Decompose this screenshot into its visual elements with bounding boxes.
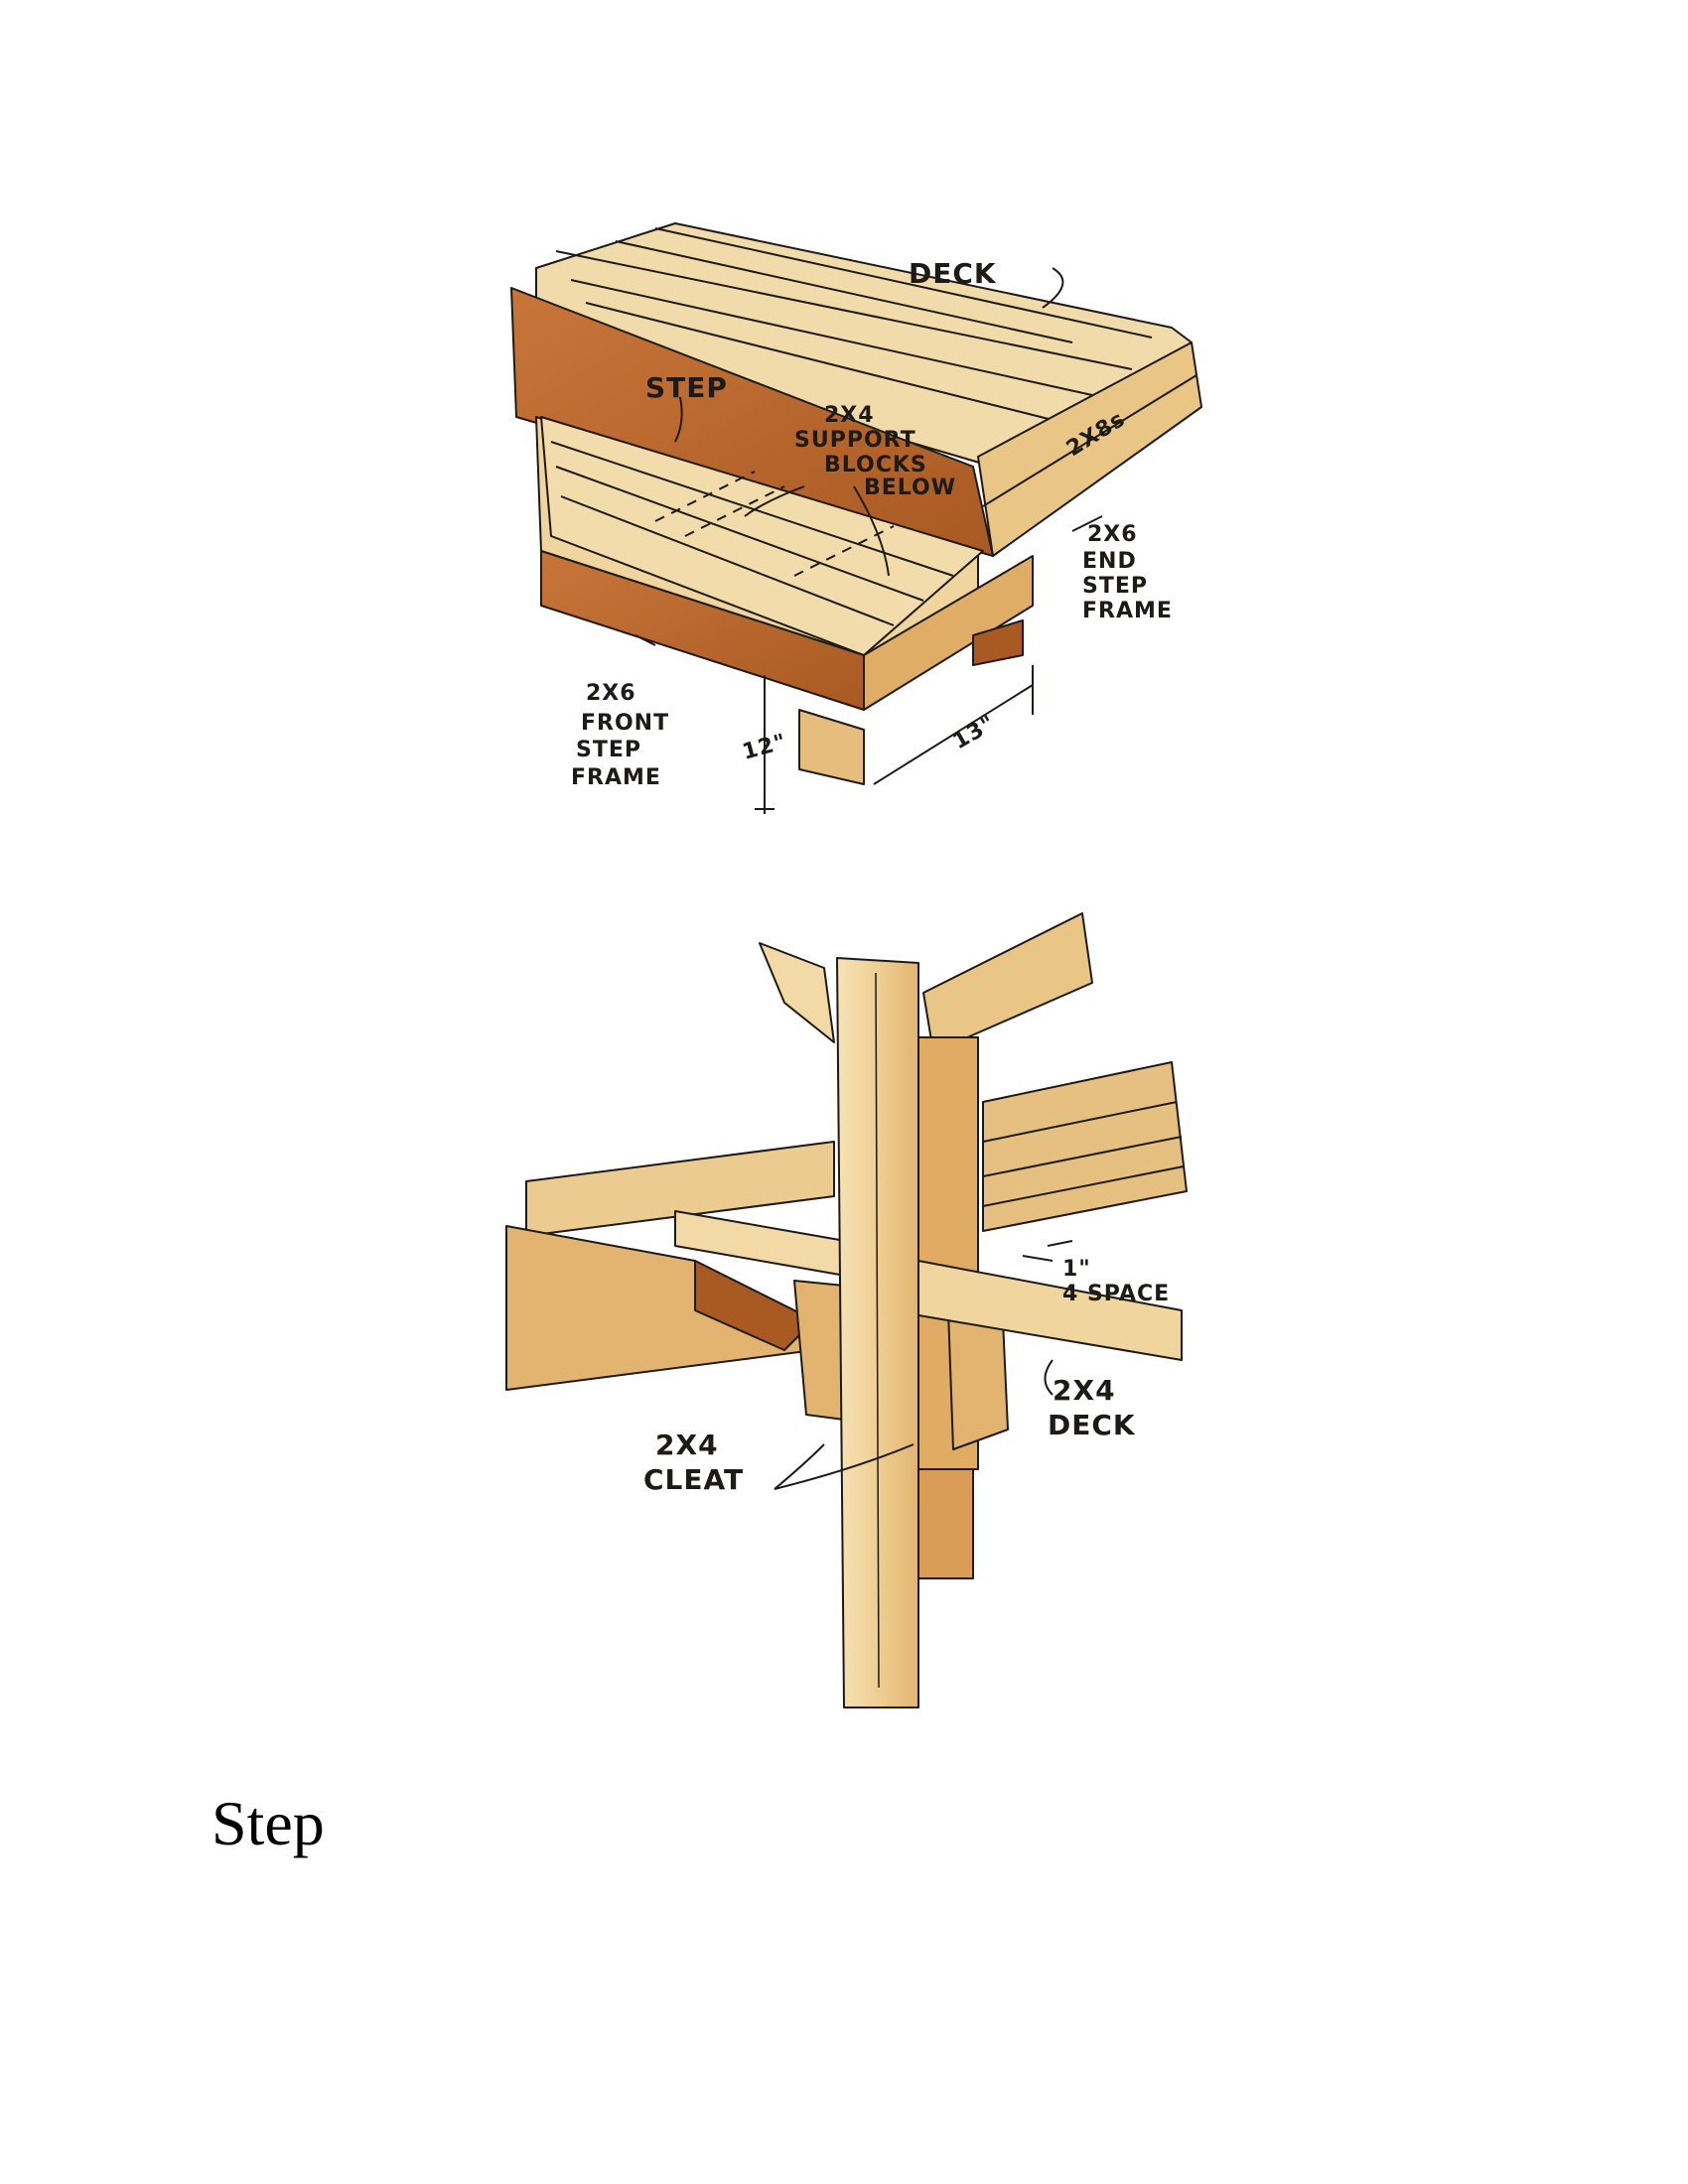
cleat-left [793,1280,845,1421]
label-cleat-2: CLEAT [643,1463,744,1496]
lower-leg [917,1468,974,1579]
back-rail-right [982,1061,1188,1232]
label-support-4: BELOW [864,476,956,500]
bottom-leader-lines [774,1240,1073,1490]
label-support-3: BLOCKS [824,453,927,478]
label-deck: DECK [909,257,997,290]
label-end-frame-2: END [1082,549,1137,574]
deck-boards [555,227,1153,421]
cleat-right-face [947,1309,1009,1450]
top-labels: DECK STEP 2X4 SUPPORT BLOCKS BELOW 2X8s … [571,257,1173,790]
left-joist-shadow [694,1260,815,1351]
back-rail-left [525,1141,835,1237]
label-deck-1: 2X4 [1053,1374,1116,1407]
label-deck-2: DECK [1048,1409,1136,1441]
end-step-frame [863,555,1034,711]
dimension-lines [755,665,1034,814]
bottom-labels: 1" 4 SPACE 2X4 DECK 2X4 CLEAT [643,1257,1170,1496]
step-leg-front [798,709,865,785]
label-step: STEP [645,371,728,404]
brace-right [922,912,1093,1053]
label-end-frame-4: FRAME [1082,599,1173,623]
label-dim-height: 12" [740,730,789,765]
caption: Step [211,1788,325,1858]
label-cleat-1: 2X4 [655,1429,719,1461]
label-end-frame-1: 2X6 [1087,522,1138,547]
label-front-frame-3: STEP [576,738,641,762]
label-space-1: 1" [1062,1257,1091,1282]
step-leg-back [972,619,1024,666]
label-space-2: 4 SPACE [1062,1282,1170,1306]
brace-left [759,942,835,1043]
leader-lines [634,267,1103,646]
label-dim-depth: 13" [949,711,1001,754]
label-front-frame-1: 2X6 [586,681,636,706]
label-front-frame-4: FRAME [571,765,661,790]
label-end-frame-3: STEP [1082,574,1148,599]
deck-rim-2x8 [977,341,1202,557]
label-support-1: 2X4 [824,403,875,428]
post-cleat-illustration [505,912,1188,1708]
deck-step-illustration [510,222,1202,814]
step-boards [550,441,954,626]
label-support-2: SUPPORT [794,428,916,453]
label-front-frame-2: FRONT [581,711,669,736]
